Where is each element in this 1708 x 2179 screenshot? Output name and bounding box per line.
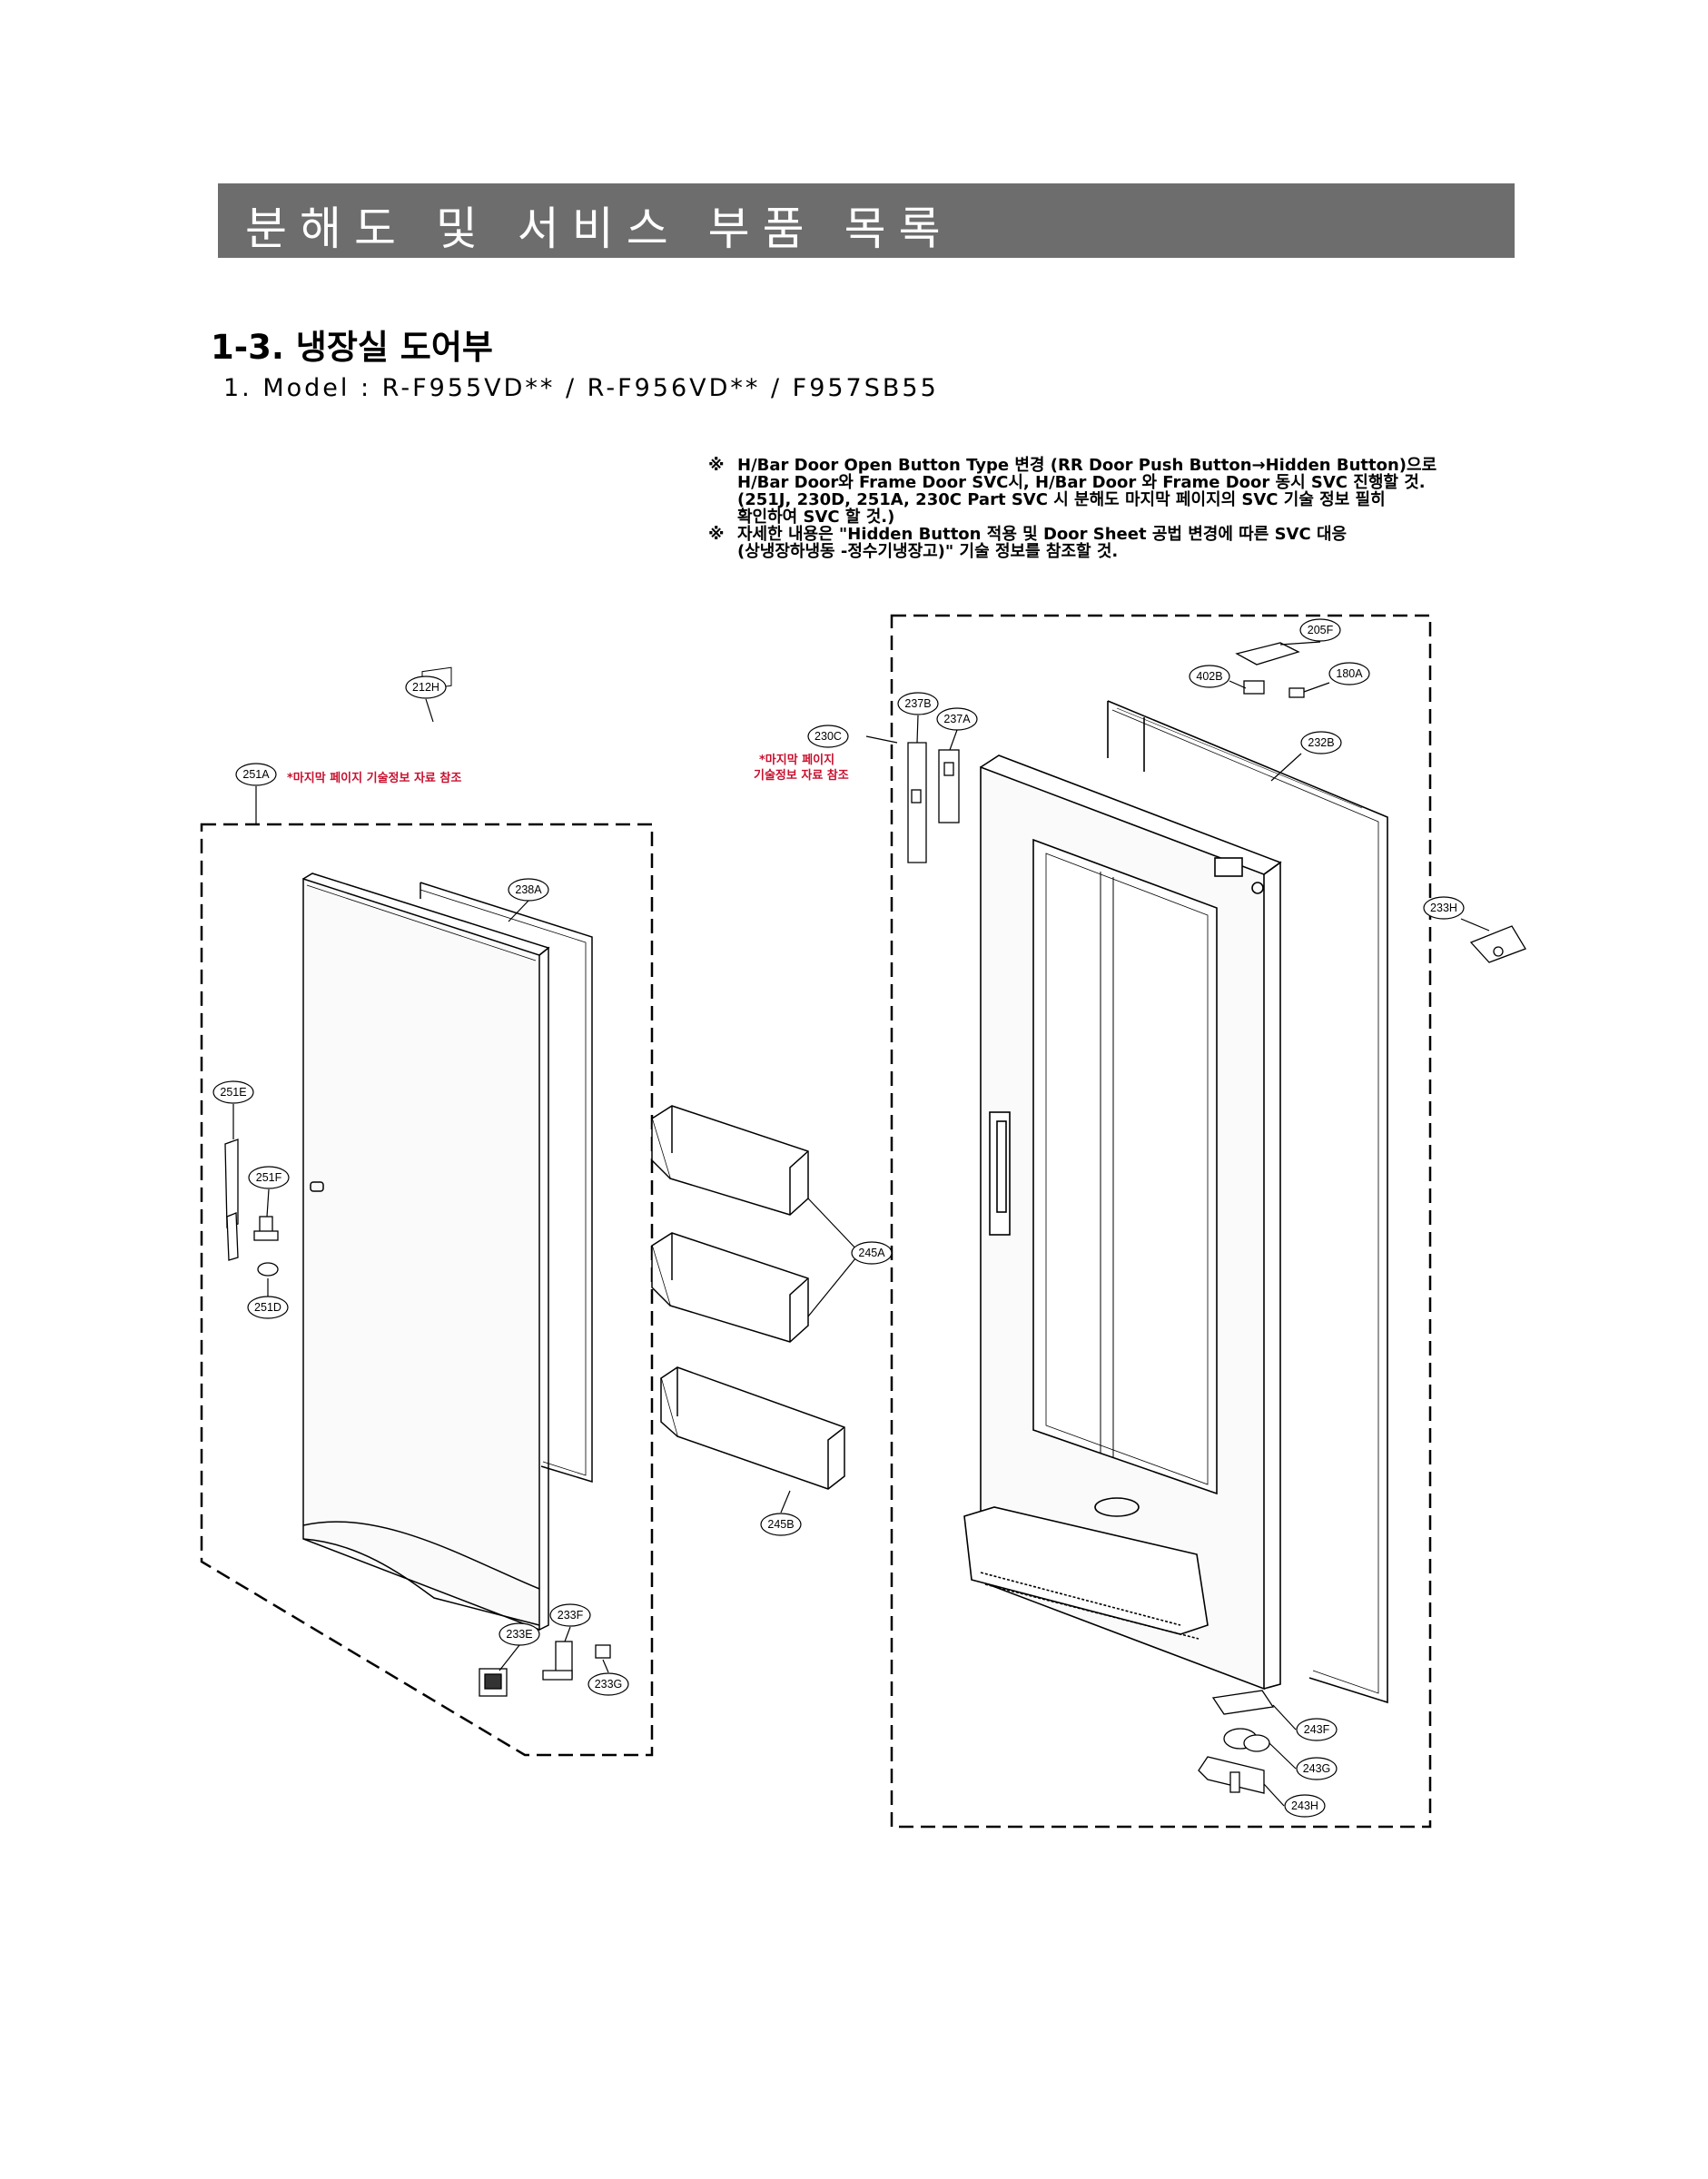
svg-text:402B: 402B bbox=[1196, 670, 1222, 683]
gasket-232b bbox=[1107, 700, 1388, 1704]
svg-text:230C: 230C bbox=[815, 730, 842, 743]
svg-text:251F: 251F bbox=[256, 1171, 282, 1184]
svg-text:233G: 233G bbox=[595, 1678, 623, 1691]
bottom-hinge-243 bbox=[1198, 1690, 1275, 1794]
part-label-238a: 238A bbox=[508, 878, 549, 902]
part-label-245b: 245B bbox=[760, 1513, 802, 1536]
part-label-212h: 212H bbox=[405, 675, 447, 699]
note-line: H/Bar Door와 Frame Door SVC시, H/Bar Door … bbox=[737, 473, 1426, 492]
svg-text:237B: 237B bbox=[904, 697, 931, 710]
part-label-251f: 251F bbox=[248, 1166, 290, 1189]
service-note-1: ※ H/Bar Door Open Button Type 변경 (RR Doo… bbox=[708, 456, 1437, 527]
part-label-180a: 180A bbox=[1328, 662, 1370, 685]
hinge-233h bbox=[1469, 925, 1526, 963]
left-assembly-boundary bbox=[200, 823, 654, 1757]
part-label-230c: 230C bbox=[807, 725, 849, 748]
svg-text:251A: 251A bbox=[242, 768, 270, 781]
page-title: 분해도 및 서비스 부품 목록 bbox=[245, 202, 953, 255]
svg-text:233H: 233H bbox=[1430, 902, 1457, 914]
svg-text:243F: 243F bbox=[1304, 1723, 1330, 1736]
leader-lines bbox=[232, 641, 1490, 1807]
hinge-parts-233 bbox=[479, 1641, 611, 1697]
svg-text:233F: 233F bbox=[558, 1609, 584, 1622]
svg-text:243G: 243G bbox=[1303, 1762, 1331, 1775]
svg-text:238A: 238A bbox=[515, 883, 542, 896]
svg-text:232B: 232B bbox=[1308, 736, 1334, 749]
door-bins bbox=[651, 1105, 845, 1490]
svg-text:245A: 245A bbox=[858, 1247, 885, 1259]
part-label-245a: 245A bbox=[851, 1241, 893, 1265]
part-label-243f: 243F bbox=[1296, 1718, 1338, 1741]
part-label-205f: 205F bbox=[1299, 618, 1341, 642]
part-label-237a: 237A bbox=[936, 707, 978, 731]
svg-text:251D: 251D bbox=[254, 1301, 281, 1314]
note-mark: ※ bbox=[708, 525, 725, 544]
reference-note-right-2: 기술정보 자료 참조 bbox=[754, 768, 849, 783]
part-label-243g: 243G bbox=[1296, 1757, 1338, 1780]
svg-text:245B: 245B bbox=[767, 1518, 794, 1531]
note-line: (251J, 230D, 251A, 230C Part SVC 시 분해도 마… bbox=[737, 490, 1386, 509]
svg-text:251E: 251E bbox=[220, 1086, 246, 1099]
part-label-251e: 251E bbox=[212, 1080, 254, 1104]
top-cap-parts bbox=[1235, 642, 1305, 698]
svg-text:180A: 180A bbox=[1336, 667, 1363, 680]
svg-text:233E: 233E bbox=[506, 1628, 532, 1641]
reference-note-right-1: *마지막 페이지 bbox=[759, 753, 834, 767]
part-label-251d: 251D bbox=[247, 1296, 289, 1319]
left-door bbox=[302, 873, 550, 1632]
svg-text:205F: 205F bbox=[1308, 624, 1334, 636]
part-label-251a: 251A bbox=[235, 763, 277, 786]
part-label-233g: 233G bbox=[587, 1672, 629, 1696]
right-door-frame bbox=[963, 754, 1282, 1691]
latch-parts-237 bbox=[907, 742, 960, 863]
part-label-402b: 402B bbox=[1189, 665, 1230, 688]
part-label-233e: 233E bbox=[499, 1622, 540, 1646]
part-label-233f: 233F bbox=[549, 1603, 591, 1627]
reference-note-left: *마지막 페이지 기술정보 자료 참조 bbox=[287, 771, 461, 785]
service-note-2: ※ 자세한 내용은 "Hidden Button 적용 및 Door Sheet… bbox=[708, 525, 1348, 561]
note-line: H/Bar Door Open Button Type 변경 (RR Door … bbox=[737, 456, 1437, 475]
part-label-233h: 233H bbox=[1423, 896, 1465, 920]
right-assembly-boundary bbox=[890, 614, 1432, 1829]
page-banner: 분해도 및 서비스 부품 목록 bbox=[218, 183, 1515, 258]
note-line: (상냉장하냉동 -정수기냉장고)" 기술 정보를 참조할 것. bbox=[737, 542, 1119, 561]
svg-text:237A: 237A bbox=[943, 713, 971, 725]
gasket-238a bbox=[420, 882, 593, 1484]
model-line: 1. Model : R-F955VD** / R-F956VD** / F95… bbox=[223, 374, 939, 402]
hinge-parts-251 bbox=[224, 1139, 279, 1277]
section-title: 1-3. 냉장실 도어부 bbox=[211, 328, 493, 367]
svg-text:212H: 212H bbox=[412, 681, 439, 694]
svg-text:243H: 243H bbox=[1291, 1799, 1318, 1812]
part-label-232b: 232B bbox=[1300, 731, 1342, 754]
note-mark: ※ bbox=[708, 456, 725, 475]
note-line: 자세한 내용은 "Hidden Button 적용 및 Door Sheet 공… bbox=[737, 525, 1348, 544]
part-label-243h: 243H bbox=[1284, 1794, 1326, 1818]
part-label-237b: 237B bbox=[897, 692, 939, 715]
note-line: 확인하여 SVC 할 것.) bbox=[737, 508, 895, 527]
